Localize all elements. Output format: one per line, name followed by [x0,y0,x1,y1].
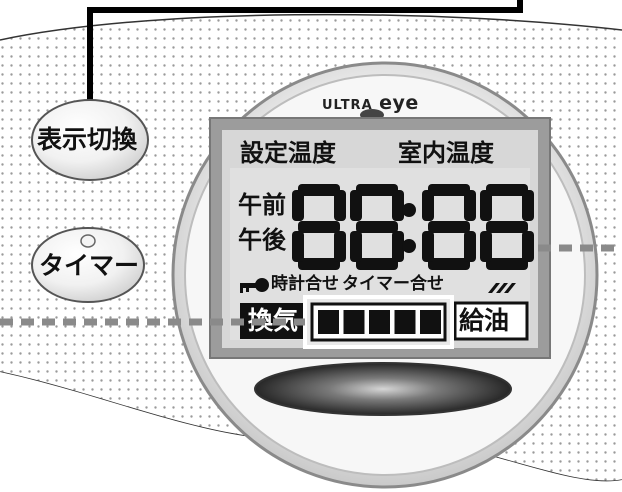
timer-set-label: タイマー合せ [342,274,444,294]
digit-segment [464,190,476,221]
digit-segment [350,231,362,262]
digit-segment [292,190,304,221]
set-temperature-label: 設定温度 [240,139,336,167]
level-segment [343,310,365,334]
refuel-label: 給油 [459,306,510,335]
clock-set-label: 時計合せ [271,274,339,294]
level-segment [318,310,339,334]
digit-segment [292,231,304,262]
digit-segment [486,184,528,196]
digit-segment [298,184,340,196]
digit-segment [392,231,404,262]
digit-segment [486,258,528,270]
digit-segment [350,190,362,221]
brand-part2: eye [379,92,419,114]
digit-segment [428,221,470,233]
digit-segment [428,184,470,196]
digit-segment [422,231,434,262]
digit-segment [334,231,346,262]
display-switch-button[interactable]: 表示切換 [37,125,138,154]
digit-segment [356,221,398,233]
digit-segment [356,258,398,270]
digit-segment [522,190,534,221]
digit-segment [422,190,434,221]
level-segment [369,310,390,334]
digit-segment [298,258,340,270]
am-label: 午前 [238,191,286,219]
colon-dot [402,203,416,217]
digit-segment [464,231,476,262]
colon-dot [402,239,416,253]
pm-label: 午後 [238,226,286,254]
digit-segment [356,184,398,196]
digit-segment [486,221,528,233]
digit-segment [480,190,492,221]
room-temperature-label: 室内温度 [398,139,494,167]
refuel-indicator-box [453,301,529,341]
digit-segment [522,231,534,262]
level-segment [420,310,441,334]
level-segment [394,310,416,334]
timer-button[interactable]: タイマー [39,251,140,280]
digit-segment [480,231,492,262]
brand-logo: ULTRA eye [322,92,419,114]
digit-segment [428,258,470,270]
key-icon [240,278,269,293]
brand-part1: ULTRA [322,98,373,113]
digit-segment [298,221,340,233]
signal-stripes-icon [488,283,516,293]
digit-segment [392,190,404,221]
digit-segment [334,190,346,221]
